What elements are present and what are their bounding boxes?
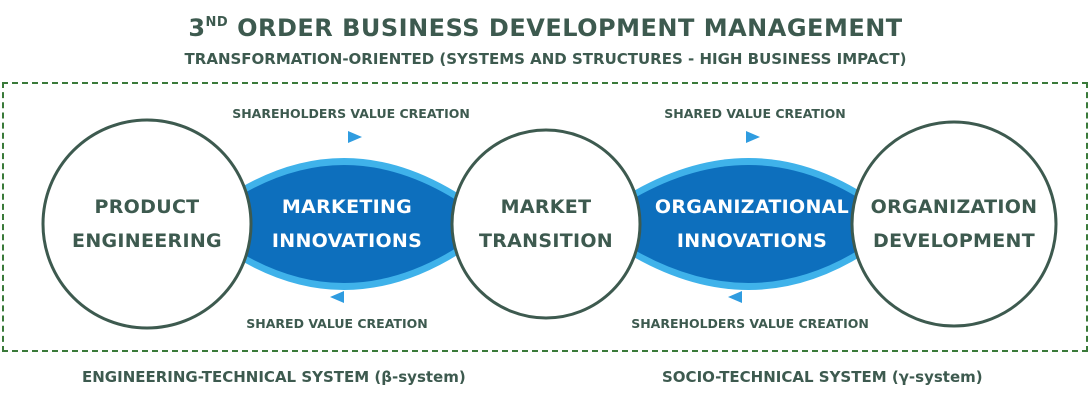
arrow-left-icon [728, 291, 742, 303]
organizational-innovations-lens [595, 165, 895, 283]
system-boundary-frame [2, 82, 1088, 352]
node-label-line1: ORGANIZATION [870, 196, 1038, 218]
flow-label-right-bottom: SHAREHOLDERS VALUE CREATION [631, 316, 869, 331]
title-ordinal-suffix: ND [205, 15, 229, 30]
engineering-technical-system-label: ENGINEERING-TECHNICAL SYSTEM (β-system) [82, 368, 466, 386]
product-engineering-node: PRODUCT ENGINEERING [57, 184, 237, 264]
flow-label-left-top: SHAREHOLDERS VALUE CREATION [232, 106, 470, 121]
flow-label-right-top: SHARED VALUE CREATION [664, 106, 846, 121]
market-transition-node: MARKET TRANSITION [466, 184, 626, 264]
flow-label-left-bottom: SHARED VALUE CREATION [246, 316, 428, 331]
marketing-innovations-lens [200, 165, 490, 283]
lens-label-line1: ORGANIZATIONAL [654, 196, 850, 218]
title-text: ORDER BUSINESS DEVELOPMENT MANAGEMENT [237, 14, 903, 42]
arrow-left-icon [330, 291, 344, 303]
organization-development-circle [850, 120, 1058, 328]
market-transition-circle [450, 128, 642, 320]
title-number: 3 [188, 14, 206, 42]
lens-label-line2: INNOVATIONS [676, 230, 828, 252]
page-subtitle: TRANSFORMATION-ORIENTED (SYSTEMS AND STR… [184, 50, 907, 68]
lens-label-line2: INNOVATIONS [271, 230, 423, 252]
lens-label-line1: MARKETING [281, 196, 413, 218]
page-title: 3ND ORDER BUSINESS DEVELOPMENT MANAGEMEN… [0, 14, 1091, 42]
organization-development-node: ORGANIZATION DEVELOPMENT [862, 184, 1046, 264]
arrow-right-icon [348, 131, 362, 143]
product-engineering-circle [41, 118, 253, 330]
node-label-line1: MARKET [500, 196, 592, 218]
node-label-line1: PRODUCT [94, 196, 200, 218]
node-label-line2: TRANSITION [478, 230, 614, 252]
marketing-innovations-node: MARKETING INNOVATIONS [262, 184, 432, 264]
arrow-right-icon [746, 131, 760, 143]
node-label-line2: ENGINEERING [72, 230, 222, 252]
socio-technical-system-label: SOCIO-TECHNICAL SYSTEM (γ-system) [662, 368, 983, 386]
organizational-innovations-node: ORGANIZATIONAL INNOVATIONS [652, 184, 852, 264]
node-label-line2: DEVELOPMENT [873, 230, 1035, 252]
